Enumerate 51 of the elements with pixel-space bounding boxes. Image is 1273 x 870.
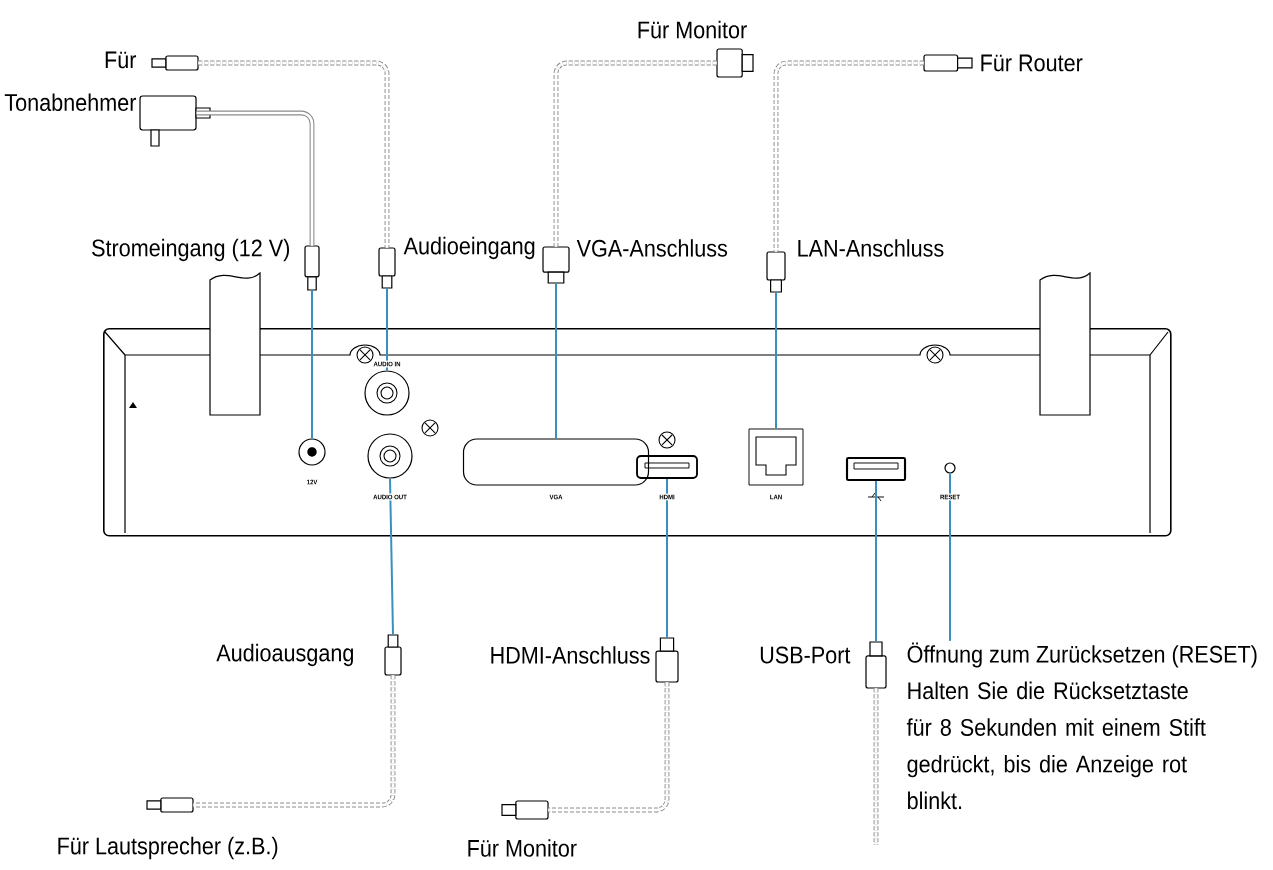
vga-port <box>462 438 650 486</box>
cable <box>198 60 390 248</box>
hdmi-plug <box>501 800 549 820</box>
connector-line <box>386 287 388 372</box>
connector-label: USB-Port <box>760 646 851 664</box>
connector-label: LAN-Anschluss <box>798 239 944 257</box>
connector-label: HDMI-Anschluss <box>491 646 650 664</box>
connector-label: Für Monitor <box>638 20 747 39</box>
device-panel <box>103 272 1172 537</box>
rca-plug <box>146 797 194 813</box>
connector-label: Audioeingang <box>403 236 535 260</box>
cable <box>193 675 396 808</box>
vga-plug <box>542 246 570 284</box>
usb-plug <box>865 641 887 689</box>
hdmi-plug <box>655 637 679 683</box>
connector-label: Für Router <box>981 54 1083 72</box>
rca-plug <box>378 247 396 289</box>
power-adapter <box>139 95 211 147</box>
connector-line <box>949 472 951 642</box>
audio-jack <box>364 370 410 416</box>
connector-label: VGA-Anschluss <box>576 239 728 257</box>
reset-hole <box>944 462 956 474</box>
power-plug <box>304 245 320 291</box>
connector-line <box>555 282 557 440</box>
cable <box>196 110 315 246</box>
connector-label: Stromeingang (12 V) <box>92 238 289 262</box>
connector-label: Für Tonabnehmer <box>4 51 137 111</box>
callout-text: Öffnung zum Zurücksetzen (RESET) <box>907 642 1257 668</box>
network-plug <box>766 251 786 293</box>
audio-jack <box>367 433 413 479</box>
usb-port <box>845 456 907 482</box>
note-text: Halten Sie die Rücksetztaste für 8 Sekunden mit einem Stift gedrückt, bis die Anzeige rot blinkt. <box>906 681 1206 810</box>
connector-line <box>875 480 877 643</box>
rca-plug <box>384 634 402 676</box>
lan-port <box>748 428 804 486</box>
vga-plug <box>716 48 754 78</box>
connector-label: Für Lautsprecher (z.B.) <box>58 836 278 860</box>
power-jack <box>298 438 326 466</box>
connector-line <box>775 291 777 430</box>
connector-label: Audioausgang <box>216 643 353 667</box>
network-plug <box>923 54 973 72</box>
hdmi-port <box>636 455 698 479</box>
cable <box>773 60 924 252</box>
rca-plug <box>151 55 199 71</box>
cable <box>553 60 717 247</box>
connector-line <box>666 477 668 639</box>
connector-line <box>389 477 394 636</box>
cable <box>873 688 879 845</box>
connector-line <box>311 289 313 440</box>
connector-label: Für Monitor <box>468 839 577 857</box>
cable <box>548 682 670 813</box>
